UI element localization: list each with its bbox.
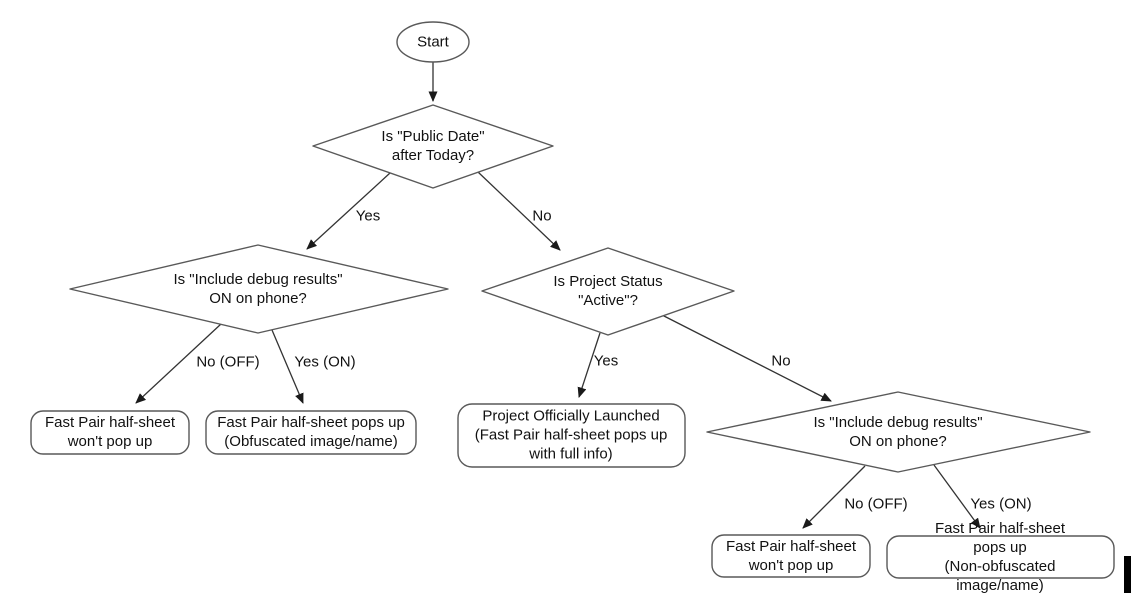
result-obfuscated-label: Fast Pair half-sheet pops up (Obfuscated…: [217, 414, 405, 450]
decision-debug-right-label: Is "Include debug results" ON on phone?: [813, 414, 983, 450]
result-launched-shape: [457, 403, 686, 468]
edge-label-debug-right-no-off: No (OFF): [844, 495, 908, 513]
result-no-popup-left-shape: [30, 410, 190, 455]
edge-public-date-no: [477, 171, 561, 251]
decision-debug-right-shape: [706, 391, 1091, 473]
edge-project-status-no: [661, 314, 832, 402]
edge-debug-right-no-off: [802, 465, 866, 529]
start-node-shape: [396, 21, 470, 63]
decision-public-date-label: Is "Public Date" after Today?: [381, 128, 485, 164]
decision-debug-left-shape: [69, 244, 449, 334]
edge-label-public-date-no: No: [532, 207, 552, 225]
result-obfuscated-shape: [205, 410, 417, 455]
result-no-popup-right-shape: [711, 534, 871, 578]
decision-public-date-shape: [312, 104, 554, 189]
edge-label-project-status-yes: Yes: [593, 352, 619, 370]
decision-project-status-label: Is Project Status "Active"?: [553, 273, 663, 309]
result-no-popup-right-label: Fast Pair half-sheet won't pop up: [725, 538, 857, 574]
edge-label-debug-right-yes-on: Yes (ON): [970, 495, 1032, 513]
edge-public-date-yes: [306, 172, 391, 250]
result-launched-label: Project Officially Launched (Fast Pair h…: [474, 407, 668, 463]
decision-project-status-shape: [481, 247, 735, 336]
edge-label-project-status-no: No: [771, 352, 791, 370]
edge-label-debug-left-yes-on: Yes (ON): [294, 353, 356, 371]
result-non-obfuscated-label: Fast Pair half-sheet pops up (Non-obfusc…: [934, 520, 1066, 594]
edge-label-public-date-yes: Yes: [355, 207, 381, 225]
start-node-label: Start: [417, 33, 449, 51]
result-non-obfuscated-shape: [886, 535, 1115, 579]
result-no-popup-left-label: Fast Pair half-sheet won't pop up: [44, 414, 176, 450]
edge-debug-left-yes-on: [271, 329, 304, 404]
decision-debug-left-label: Is "Include debug results" ON on phone?: [173, 271, 343, 307]
edge-debug-left-no-off: [135, 323, 222, 404]
text-cursor-artifact: [1124, 556, 1131, 593]
edge-debug-right-yes-on: [933, 464, 981, 529]
edge-label-debug-left-no-off: No (OFF): [196, 353, 260, 371]
edge-project-status-yes: [577, 332, 601, 398]
